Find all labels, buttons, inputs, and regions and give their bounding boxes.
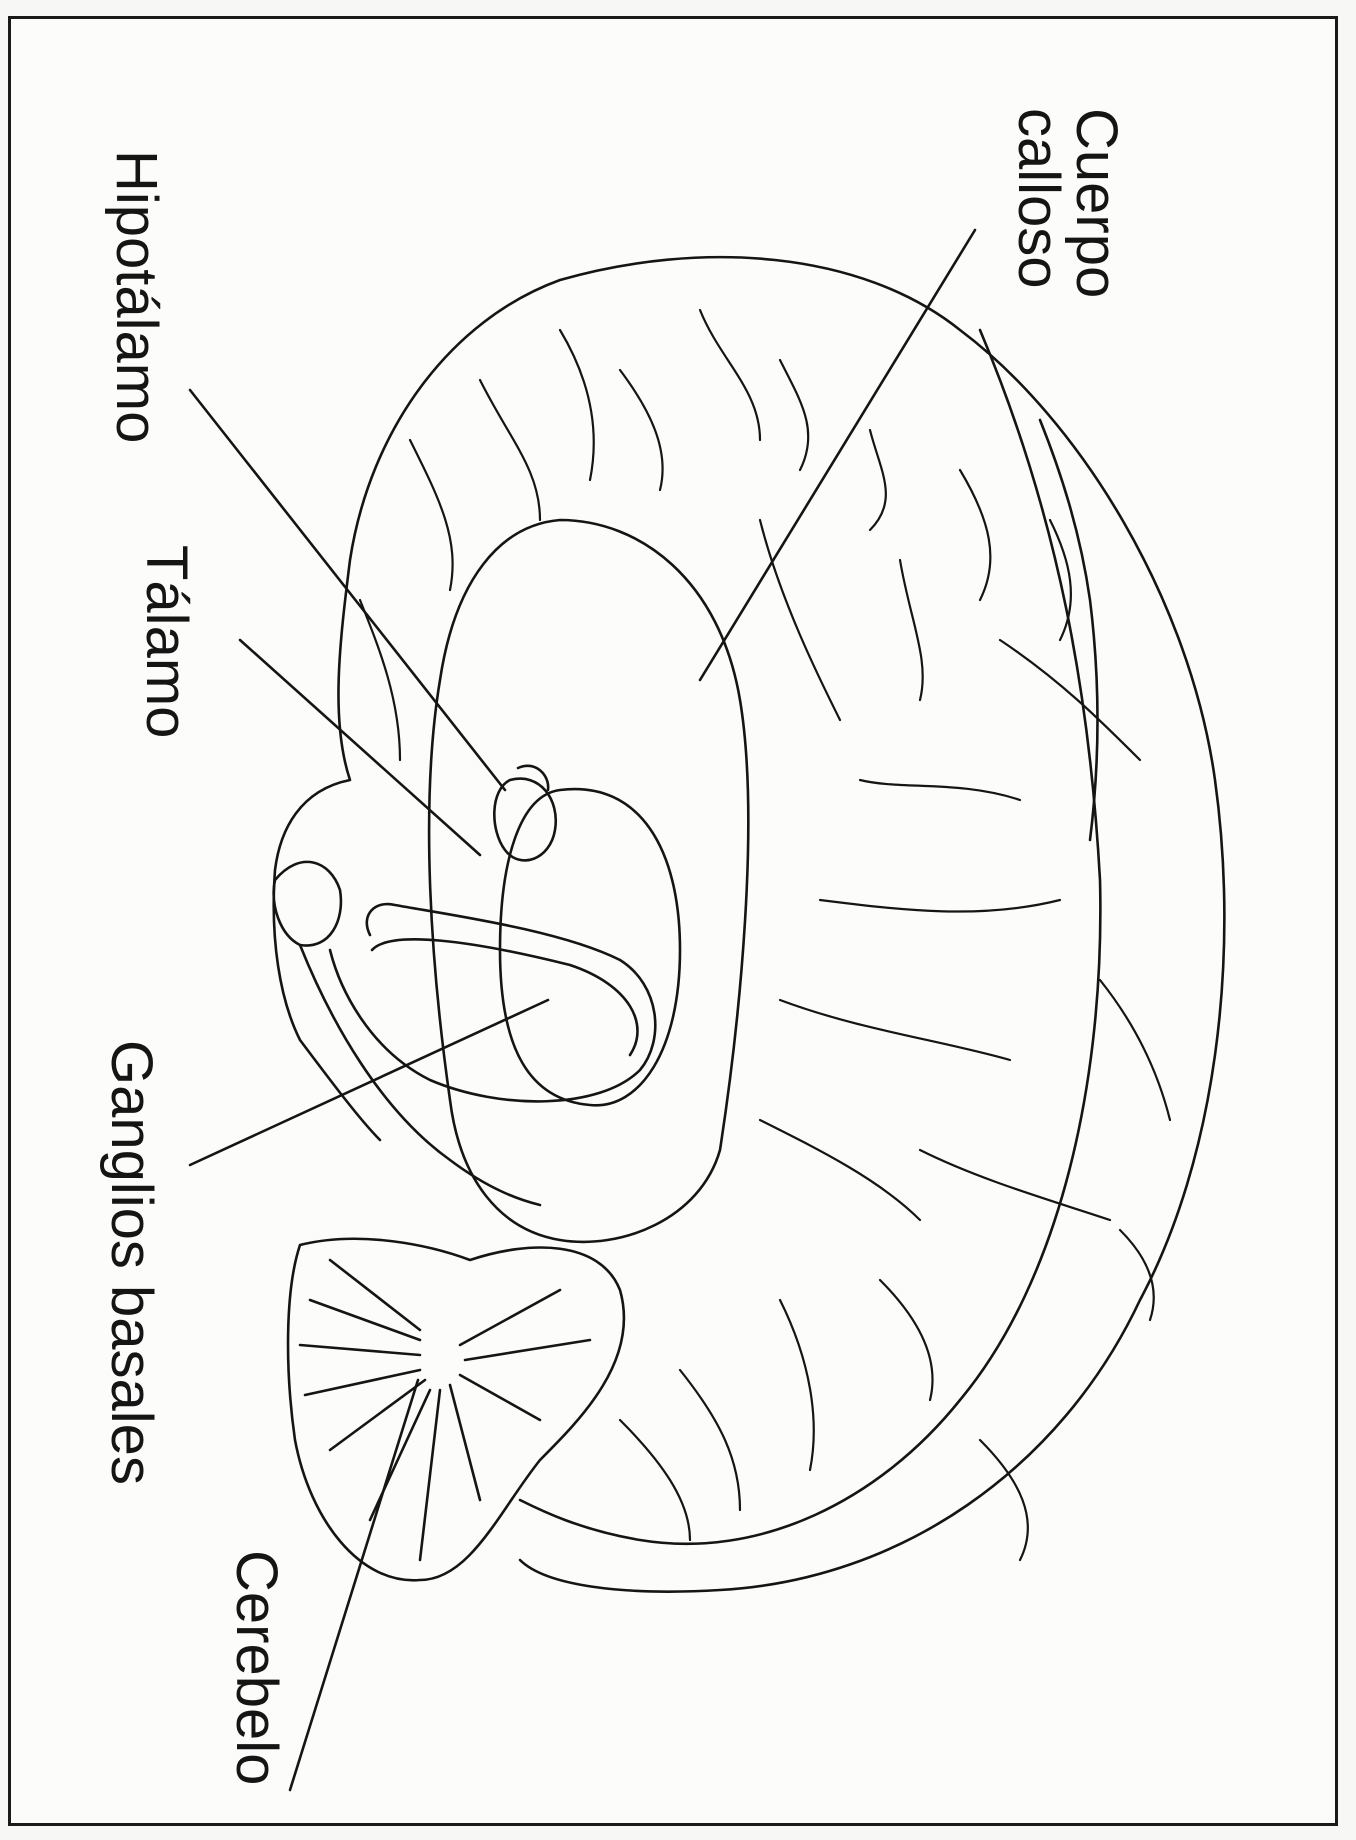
fornix-curl <box>330 904 655 1101</box>
leader-cerebelo <box>290 1380 418 1790</box>
brainstem <box>274 862 341 946</box>
label-talamo: Tálamo <box>137 545 195 738</box>
leader-hipotalamo <box>190 390 505 790</box>
label-cuerpo-calloso: Cuerpo calloso <box>1009 108 1125 298</box>
hypothalamus-lobe <box>494 779 555 861</box>
label-ganglios-basales: Ganglios basales <box>102 1040 160 1485</box>
label-hipotalamo: Hipotálamo <box>107 150 165 443</box>
leader-talamo <box>240 640 480 855</box>
cortical-sulci <box>360 310 1170 1560</box>
cerebellum-folia <box>300 1260 590 1560</box>
central-ellipse <box>429 520 748 1242</box>
label-cuerpo: Cuerpo <box>1067 108 1125 298</box>
corpus-callosum-outer <box>520 330 1100 1544</box>
leader-cuerpo-calloso <box>700 230 975 680</box>
brain-outline <box>274 257 1225 1591</box>
fornix-curl-inner <box>372 939 638 1055</box>
leader-ganglios-basales <box>190 1000 548 1165</box>
callosum-band <box>1040 420 1098 840</box>
label-cerebelo: Cerebelo <box>227 1550 285 1785</box>
label-calloso: calloso <box>1009 108 1067 298</box>
